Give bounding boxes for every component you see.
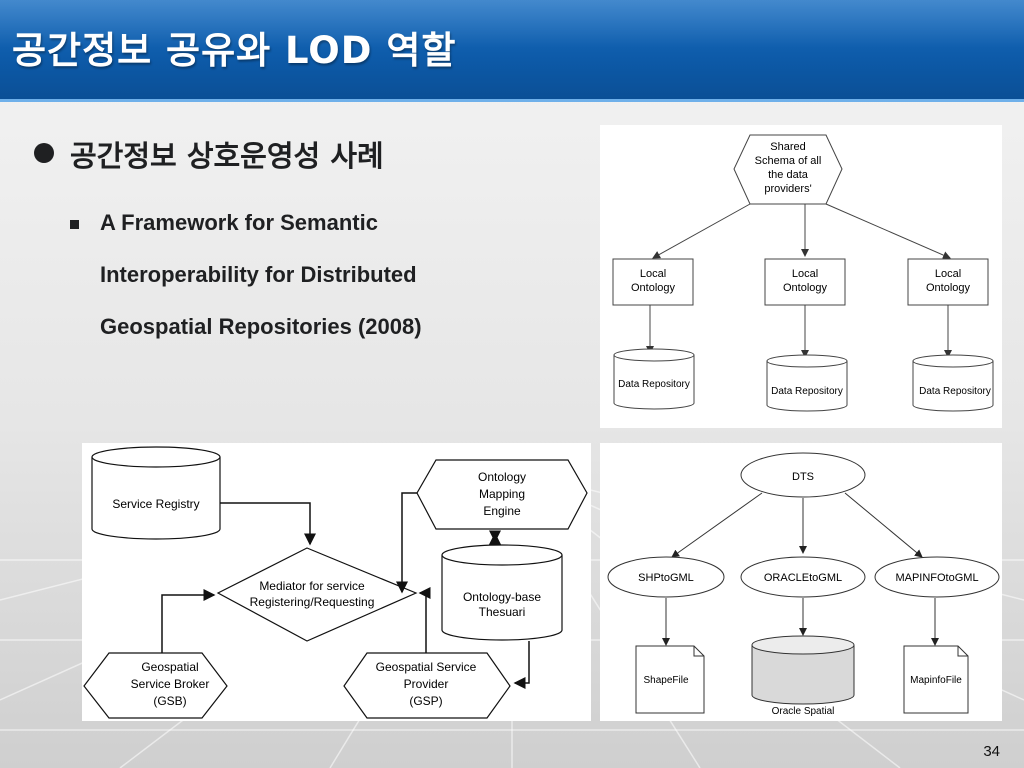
shapefile-document — [635, 645, 705, 714]
mapinfotogml-ellipse — [874, 556, 1000, 598]
mapping-line-1: Ontology — [478, 470, 526, 484]
thesaurus-cylinder-top — [441, 544, 563, 566]
output-label-2: Oracle Spatial — [772, 706, 835, 717]
thesaurus-cylinder — [441, 555, 563, 641]
title-bar: 공간정보 공유와 LOD 역할 — [0, 0, 1024, 102]
shared-line-3: the data — [768, 169, 809, 181]
repo-cylinder-3 — [912, 361, 994, 412]
shared-line-1: Shared — [770, 141, 805, 153]
shared-line-4: providers' — [764, 183, 811, 195]
service-registry-cylinder-top — [91, 446, 221, 468]
paper-title-line-2: Interoperability for Distributed — [100, 262, 417, 287]
dts-label: DTS — [792, 471, 814, 483]
repo-cylinder-1-top — [613, 348, 695, 362]
repo-label-3: Data Repository — [919, 386, 991, 397]
bullet-heading: 공간정보 상호운영성 사례 — [70, 139, 384, 173]
broker-line-3: (GSB) — [153, 694, 186, 708]
mapinfofile-document-fold — [957, 646, 968, 657]
page-number: 34 — [983, 743, 1000, 760]
provider-line-2: Provider — [404, 677, 449, 691]
service-mediator-diagram: Service Registry Ontology Mapping Engine… — [82, 443, 591, 721]
mapping-line-2: Mapping — [479, 487, 525, 501]
converter-label-1: SHPtoGML — [638, 572, 694, 584]
mediator-line-1: Mediator for service — [259, 579, 365, 593]
local-ontology-box-2 — [764, 258, 846, 306]
repo-cylinder-2-top — [766, 354, 848, 368]
shared-schema-diagram: Shared Schema of all the data providers'… — [600, 125, 1002, 428]
shapefile-document-fold — [693, 646, 704, 657]
dts-to-shp-arrow — [671, 492, 763, 558]
repo-label-2: Data Repository — [771, 386, 843, 397]
provider-to-mediator-arrow — [418, 587, 431, 653]
mapinfofile-document — [903, 645, 969, 714]
service-broker-hexagon — [83, 652, 228, 719]
oracletogml-ellipse — [740, 556, 866, 598]
local-ontology-box-3 — [907, 258, 989, 306]
local-ontology-box-1 — [612, 258, 694, 306]
paper-title-line-3: Geospatial Repositories (2008) — [100, 314, 422, 339]
paper-title-line-1: A Framework for Semantic — [100, 210, 378, 235]
broker-line-2: Service Broker — [131, 677, 210, 691]
arrow-to-ontology-1 — [652, 203, 751, 259]
bullet-dot — [34, 143, 54, 163]
repo-label-1: Data Repository — [618, 379, 690, 390]
service-registry-label: Service Registry — [112, 497, 199, 511]
converter-label-2: ORACLEtoGML — [764, 572, 842, 584]
repo-cylinder-1 — [613, 355, 695, 410]
provider-line-1: Geospatial Service — [376, 660, 477, 674]
ontology-1-line-2: Ontology — [631, 282, 676, 294]
dts-to-mapinfo-arrow — [844, 492, 923, 558]
oracle-spatial-cylinder — [751, 645, 855, 705]
ontology-3-line-2: Ontology — [926, 282, 971, 294]
broker-line-1: Geospatial — [141, 660, 198, 674]
thesaurus-line-1: Ontology-base — [463, 590, 541, 604]
broker-to-mediator-arrow — [161, 589, 216, 653]
engine-to-mediator-arrow — [396, 492, 417, 594]
dts-conversion-diagram: DTS SHPtoGML ORACLEtoGML MAPINFOtoGML Sh… — [600, 443, 1002, 721]
output-label-3: MapinfoFile — [910, 675, 962, 686]
service-registry-cylinder — [91, 457, 221, 540]
ontology-2-line-2: Ontology — [783, 282, 828, 294]
output-label-1: ShapeFile — [643, 675, 688, 686]
thesaurus-line-2: Thesuari — [479, 605, 526, 619]
ontology-3-line-1: Local — [935, 268, 961, 280]
arrow-to-ontology-3 — [825, 203, 951, 259]
mediator-line-2: Registering/Requesting — [250, 595, 375, 609]
provider-line-3: (GSP) — [409, 694, 442, 708]
repo-cylinder-2 — [766, 361, 848, 412]
slide-title: 공간정보 공유와 LOD 역할 — [12, 29, 457, 72]
ontology-1-line-1: Local — [640, 268, 666, 280]
repo-cylinder-3-top — [912, 354, 994, 368]
dts-ellipse — [740, 452, 866, 498]
oracle-spatial-cylinder-top — [751, 635, 855, 655]
shared-line-2: Schema of all — [755, 155, 822, 167]
registry-to-mediator-arrow — [220, 502, 316, 546]
service-provider-hexagon — [343, 652, 511, 719]
ontology-2-line-1: Local — [792, 268, 818, 280]
mediator-diamond — [216, 547, 418, 642]
thesaurus-to-provider-arrow — [513, 641, 530, 689]
sub-bullet-square — [70, 220, 79, 229]
title-bar-sheen — [0, 0, 1024, 48]
converter-label-3: MAPINFOtoGML — [895, 572, 978, 584]
shptogml-ellipse — [607, 556, 725, 598]
mapping-line-3: Engine — [483, 504, 521, 518]
